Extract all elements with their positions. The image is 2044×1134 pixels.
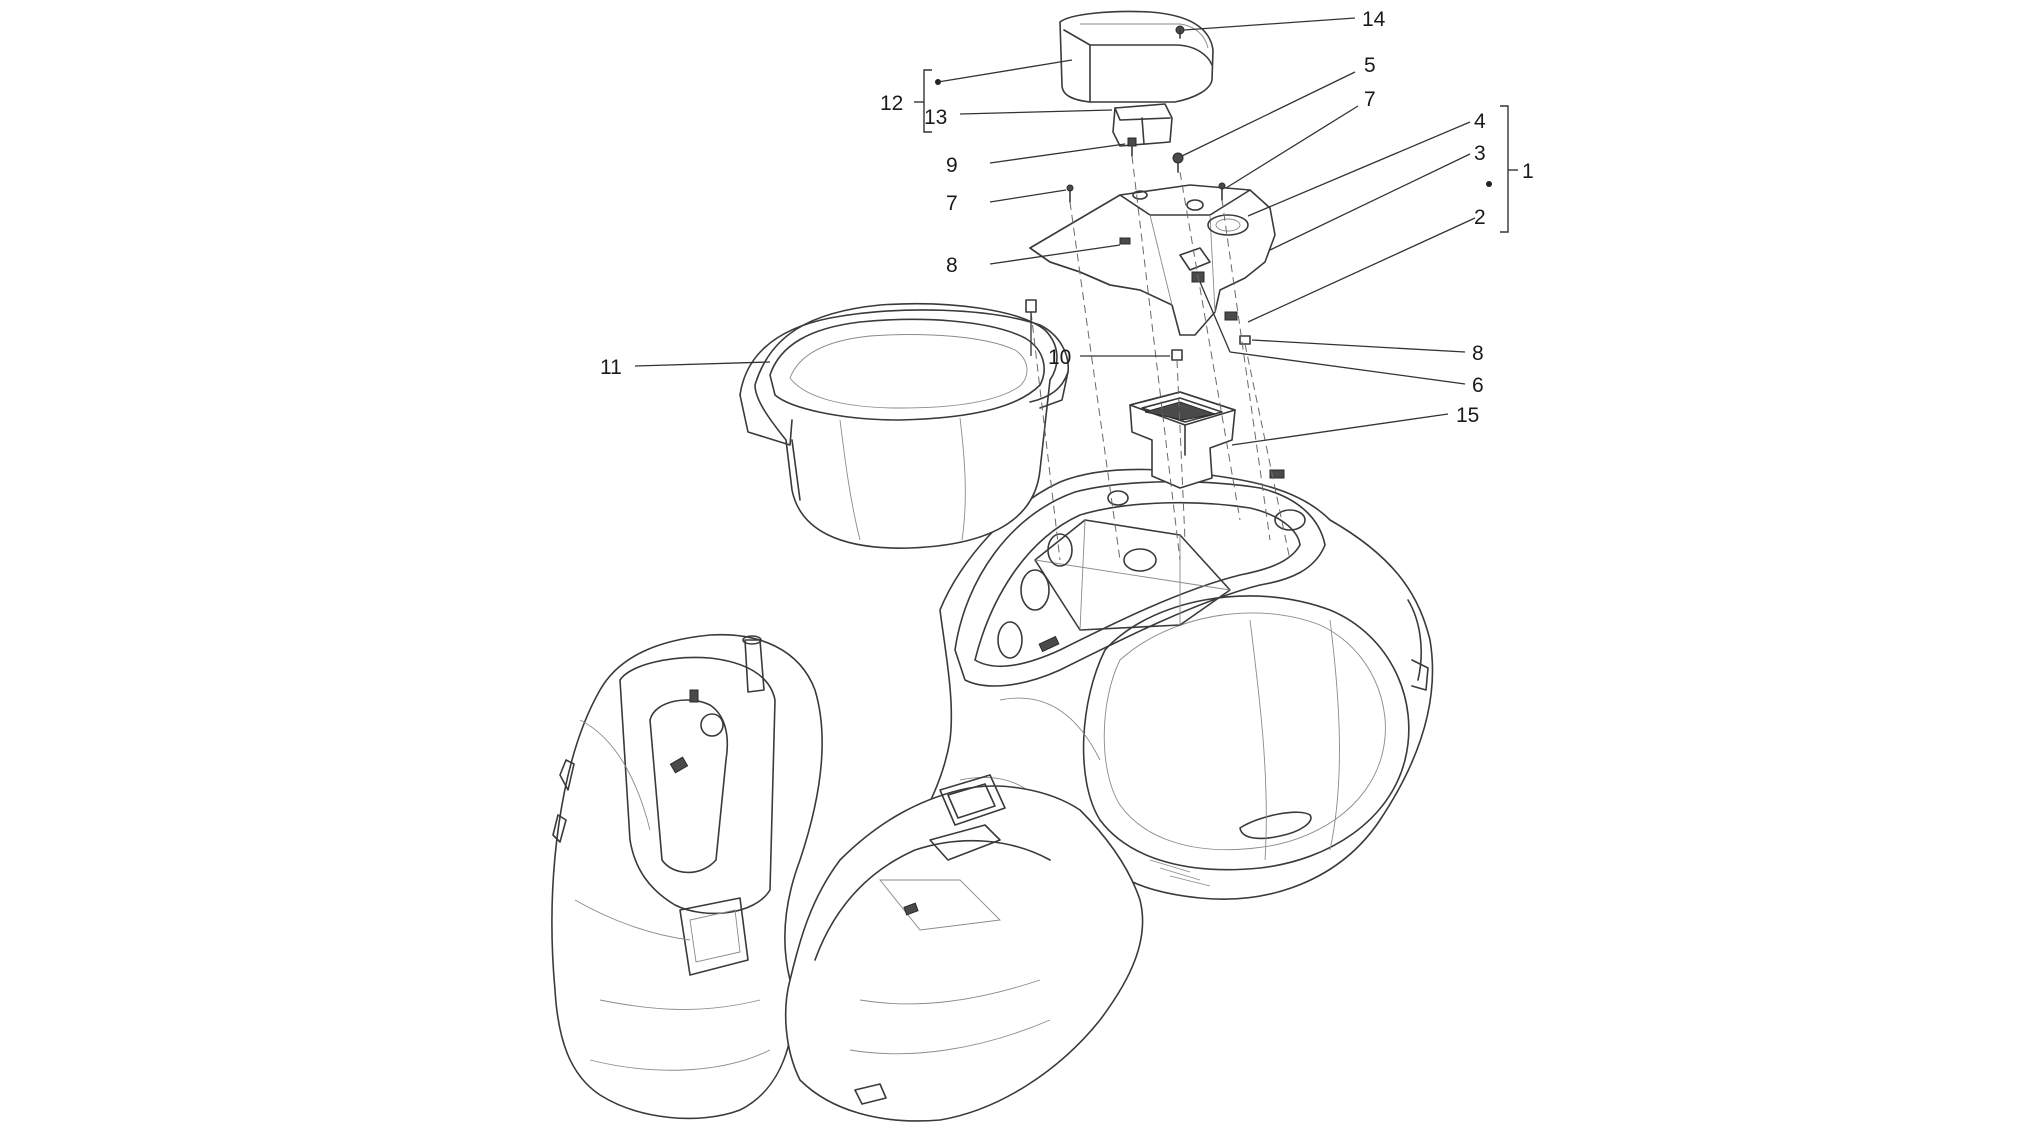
- bracket-group-12: [914, 69, 932, 133]
- leader-lines: [634, 17, 1492, 446]
- screw-5: [1172, 152, 1184, 173]
- helmet-storage-box: [739, 302, 1069, 549]
- callout-8-right: 8: [1472, 342, 1484, 365]
- floorboard: [784, 774, 1144, 1122]
- callout-6: 6: [1472, 374, 1484, 397]
- screw-9: [1127, 137, 1137, 157]
- callout-14: 14: [1362, 8, 1386, 31]
- callout-3: 3: [1474, 142, 1486, 165]
- callout-7-right: 7: [1364, 88, 1376, 111]
- seat-carrier-plate: [1029, 184, 1276, 336]
- callout-15: 15: [1456, 404, 1479, 427]
- seat-lock-cover: [1059, 10, 1214, 103]
- callout-1: 1: [1522, 160, 1534, 183]
- leg-shield: [551, 633, 823, 1120]
- screw-7-left: [1066, 184, 1074, 203]
- callout-13: 13: [924, 106, 947, 129]
- callout-5: 5: [1364, 54, 1376, 77]
- callout-10: 10: [1048, 346, 1071, 369]
- callout-9: 9: [946, 154, 958, 177]
- clip-10-right: [1171, 349, 1183, 361]
- callout-12: 12: [880, 92, 903, 115]
- seat-lock-insert: [1112, 103, 1173, 147]
- callout-8-left: 8: [946, 254, 958, 277]
- battery-compartment: [1129, 391, 1236, 489]
- clip-8-right: [1239, 335, 1251, 345]
- screw-7-right: [1218, 182, 1226, 201]
- callout-labels: 14 12 13 9 7 8 11 10 5 7 4 3 2 1 8 6 15: [600, 8, 1534, 427]
- callout-11: 11: [600, 356, 622, 379]
- callout-2: 2: [1474, 206, 1486, 229]
- callout-7-left: 7: [946, 192, 958, 215]
- clip-10-left: [1025, 299, 1037, 313]
- bracket-group-1: [1500, 105, 1518, 233]
- callout-4: 4: [1474, 110, 1486, 133]
- assembly-guide-lines: [1030, 155, 1291, 561]
